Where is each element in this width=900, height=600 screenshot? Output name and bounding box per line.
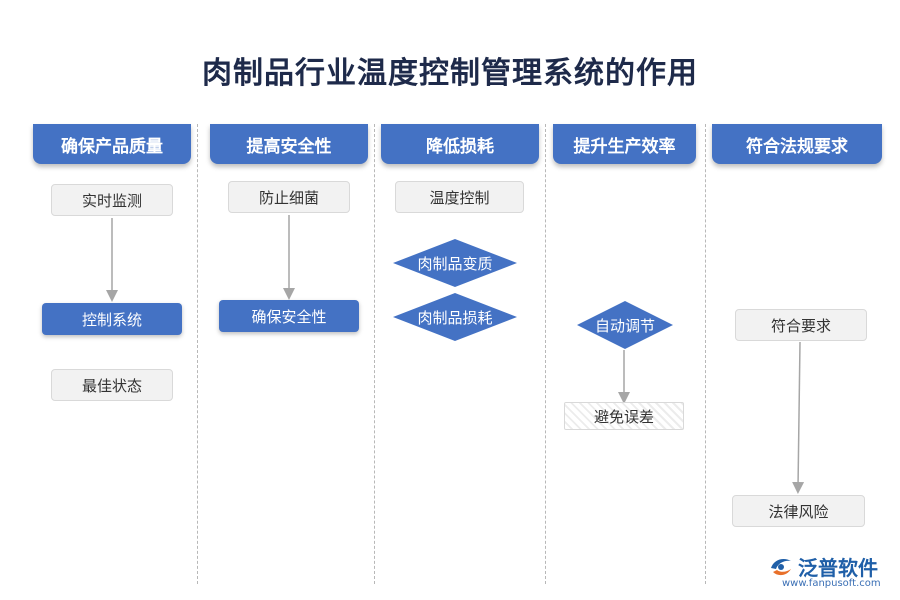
- decision-meat-spoilage-label: 肉制品变质: [417, 254, 493, 273]
- fanpu-logo-icon: [771, 558, 791, 575]
- column-header-compliance: 符合法规要求: [712, 124, 882, 164]
- node-temperature-control: 温度控制: [395, 181, 524, 213]
- arrow-requirement-to-legal: [792, 341, 805, 494]
- diagram-title: 肉制品行业温度控制管理系统的作用: [202, 56, 698, 91]
- node-legal-risk: 法律风险: [732, 495, 865, 527]
- node-control-system: 控制系统: [42, 303, 182, 335]
- brand-url: www.fanpusoft.com: [782, 578, 881, 589]
- column-divider: [374, 124, 375, 584]
- node-prevent-bacteria: 防止细菌: [228, 181, 350, 213]
- column-header-safety: 提高安全性: [210, 124, 368, 164]
- decision-meat-spoilage: 肉制品变质: [392, 238, 518, 288]
- decision-auto-adjust: 自动调节: [576, 300, 674, 350]
- node-optimal-state: 最佳状态: [51, 369, 173, 401]
- column-divider: [545, 124, 546, 584]
- column-header-loss: 降低损耗: [381, 124, 539, 164]
- column-divider: [197, 124, 198, 584]
- decision-auto-adjust-label: 自动调节: [594, 316, 655, 335]
- brand-logo: 泛普软件: [768, 552, 878, 581]
- column-header-quality: 确保产品质量: [33, 124, 191, 164]
- node-ensure-safety: 确保安全性: [219, 300, 359, 332]
- decision-meat-loss: 肉制品损耗: [392, 292, 518, 342]
- node-meet-requirements: 符合要求: [735, 309, 867, 341]
- column-header-efficiency: 提升生产效率: [553, 124, 696, 164]
- node-realtime-monitoring: 实时监测: [51, 184, 173, 216]
- brand-name: 泛普软件: [798, 556, 878, 580]
- node-avoid-error: 避免误差: [564, 402, 684, 430]
- decision-meat-loss-label: 肉制品损耗: [417, 308, 493, 327]
- column-divider: [705, 124, 706, 584]
